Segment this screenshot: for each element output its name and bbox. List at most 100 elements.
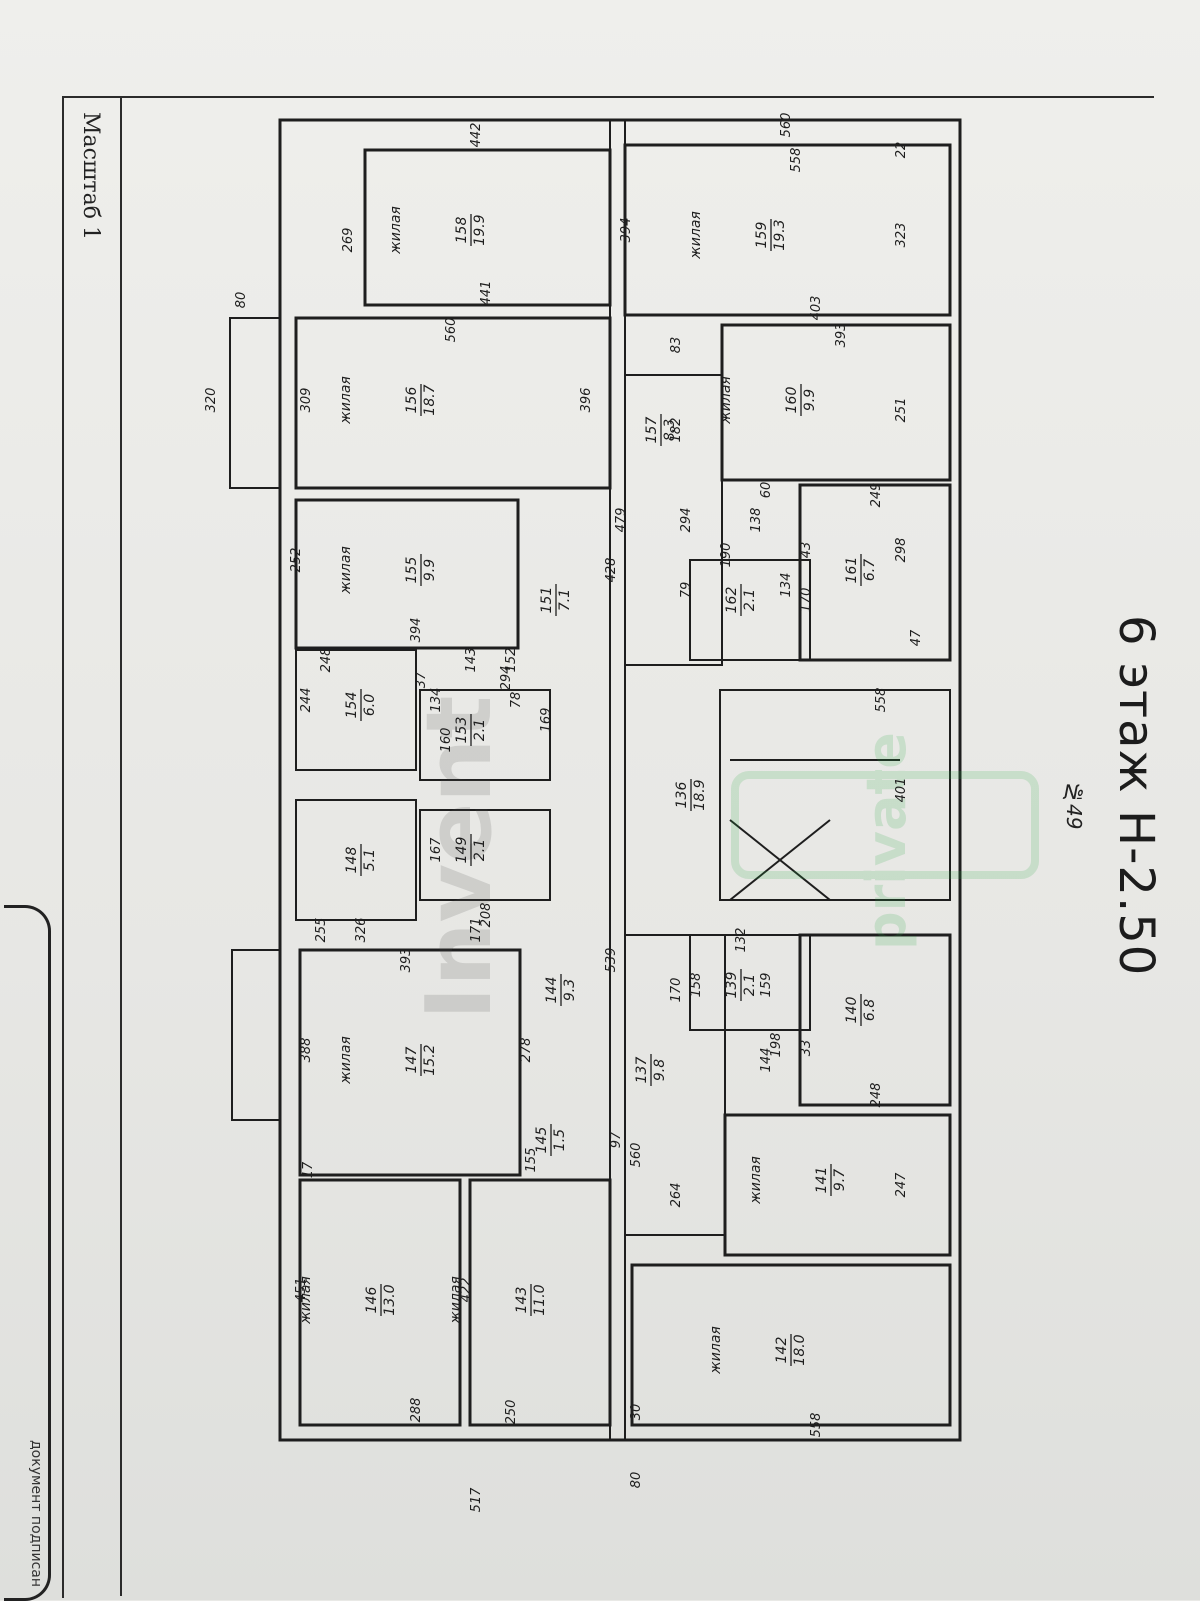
dimension-value: 143	[464, 648, 479, 673]
room-area: 2.1	[742, 589, 758, 611]
room-outline	[723, 1113, 952, 1257]
dimension-value: 252	[289, 548, 304, 573]
room-area: 9.3	[562, 979, 578, 1001]
dimension-value: 323	[894, 223, 909, 248]
dimension-value: 401	[894, 778, 909, 803]
room-number: 146	[364, 1287, 380, 1314]
room-outline	[468, 1178, 612, 1427]
dimension-value: 294	[499, 666, 514, 691]
dimension-value: 134	[429, 688, 444, 713]
dimension-value: 22	[894, 142, 909, 159]
dimension-value: 17	[301, 1161, 316, 1178]
dimension-value: 79	[679, 582, 694, 599]
room-number: 151	[539, 587, 555, 614]
dimension-value: 264	[669, 1183, 684, 1208]
building-outline	[278, 118, 962, 1442]
dimension-value: 278	[519, 1038, 534, 1063]
room-number: 136	[674, 782, 690, 809]
room-area: 1.5	[552, 1129, 568, 1151]
room-number: 147	[404, 1047, 420, 1074]
room-number: 153	[454, 717, 470, 744]
dimension-value: 309	[299, 388, 314, 413]
dimension-value: 198	[769, 1033, 784, 1058]
room-area: 9.9	[422, 559, 438, 581]
room-area: 2.1	[472, 719, 488, 741]
room-type: жилая	[338, 546, 354, 595]
balcony-outline	[229, 317, 281, 489]
dimension-value: 159	[759, 973, 774, 998]
room-outline	[630, 1263, 952, 1427]
dimension-value: 441	[479, 281, 494, 306]
dimension-value: 388	[299, 1038, 314, 1063]
room-outline	[298, 1178, 462, 1427]
dimension-value: 60	[759, 482, 774, 499]
room-outline	[624, 934, 726, 1236]
dimension-value: 43	[799, 542, 814, 559]
dimension-value: 247	[894, 1172, 909, 1198]
dimension-value: 479	[614, 508, 629, 533]
dimension-value: 83	[669, 337, 684, 354]
dimension-value: 393	[399, 948, 414, 973]
room-number: 145	[534, 1127, 550, 1154]
room-number: 156	[404, 387, 420, 414]
dimension-value: 560	[629, 1143, 644, 1168]
dimension-value: 134	[779, 573, 794, 598]
room-type: жилая	[338, 1036, 354, 1085]
room-type: жилая	[718, 376, 734, 425]
dimension-value: 394	[619, 218, 634, 243]
dimension-value: 393	[834, 323, 849, 348]
dimension-value: 208	[479, 903, 494, 928]
dimension-value: 442	[469, 123, 484, 148]
room-outline	[689, 934, 811, 1031]
room-type: жилая	[388, 206, 404, 255]
dimension-value: 394	[409, 618, 424, 643]
dimension-value: 558	[874, 688, 889, 713]
room-area: 18.0	[792, 1334, 808, 1365]
room-type: жилая	[448, 1276, 464, 1325]
dimension-value: 167	[429, 837, 444, 863]
room-number: 141	[814, 1167, 830, 1194]
room-outline	[419, 689, 551, 781]
dimension-value: 428	[604, 558, 619, 583]
room-number: 140	[844, 997, 860, 1024]
dimension-value: 558	[809, 1413, 824, 1438]
room-number: 162	[724, 587, 740, 614]
drawing-frame	[62, 96, 1154, 1598]
room-number: 139	[724, 972, 740, 999]
scale-label: Масштаб 1	[78, 112, 103, 240]
room-area: 2.1	[472, 839, 488, 861]
frame-margin-line	[120, 96, 122, 1596]
room-area: 11.0	[532, 1284, 548, 1315]
room-outline	[295, 799, 417, 921]
room-number: 148	[344, 847, 360, 874]
room-outline	[798, 483, 952, 662]
dimension-value: 539	[604, 948, 619, 973]
dimension-value: 298	[894, 538, 909, 563]
dimension-value: 251	[894, 398, 909, 423]
dimension-value: 152	[504, 648, 519, 673]
watermark: Invent private	[407, 696, 1039, 1020]
stair-outline	[719, 689, 951, 901]
dimension-value: 288	[409, 1398, 424, 1423]
dimension-value: 132	[734, 928, 749, 953]
room-outline	[419, 809, 551, 901]
dimension-value: 30	[629, 1404, 644, 1421]
room-number: 154	[344, 692, 360, 719]
room-area: 19.3	[772, 219, 788, 250]
dimension-value: 320	[204, 388, 219, 413]
